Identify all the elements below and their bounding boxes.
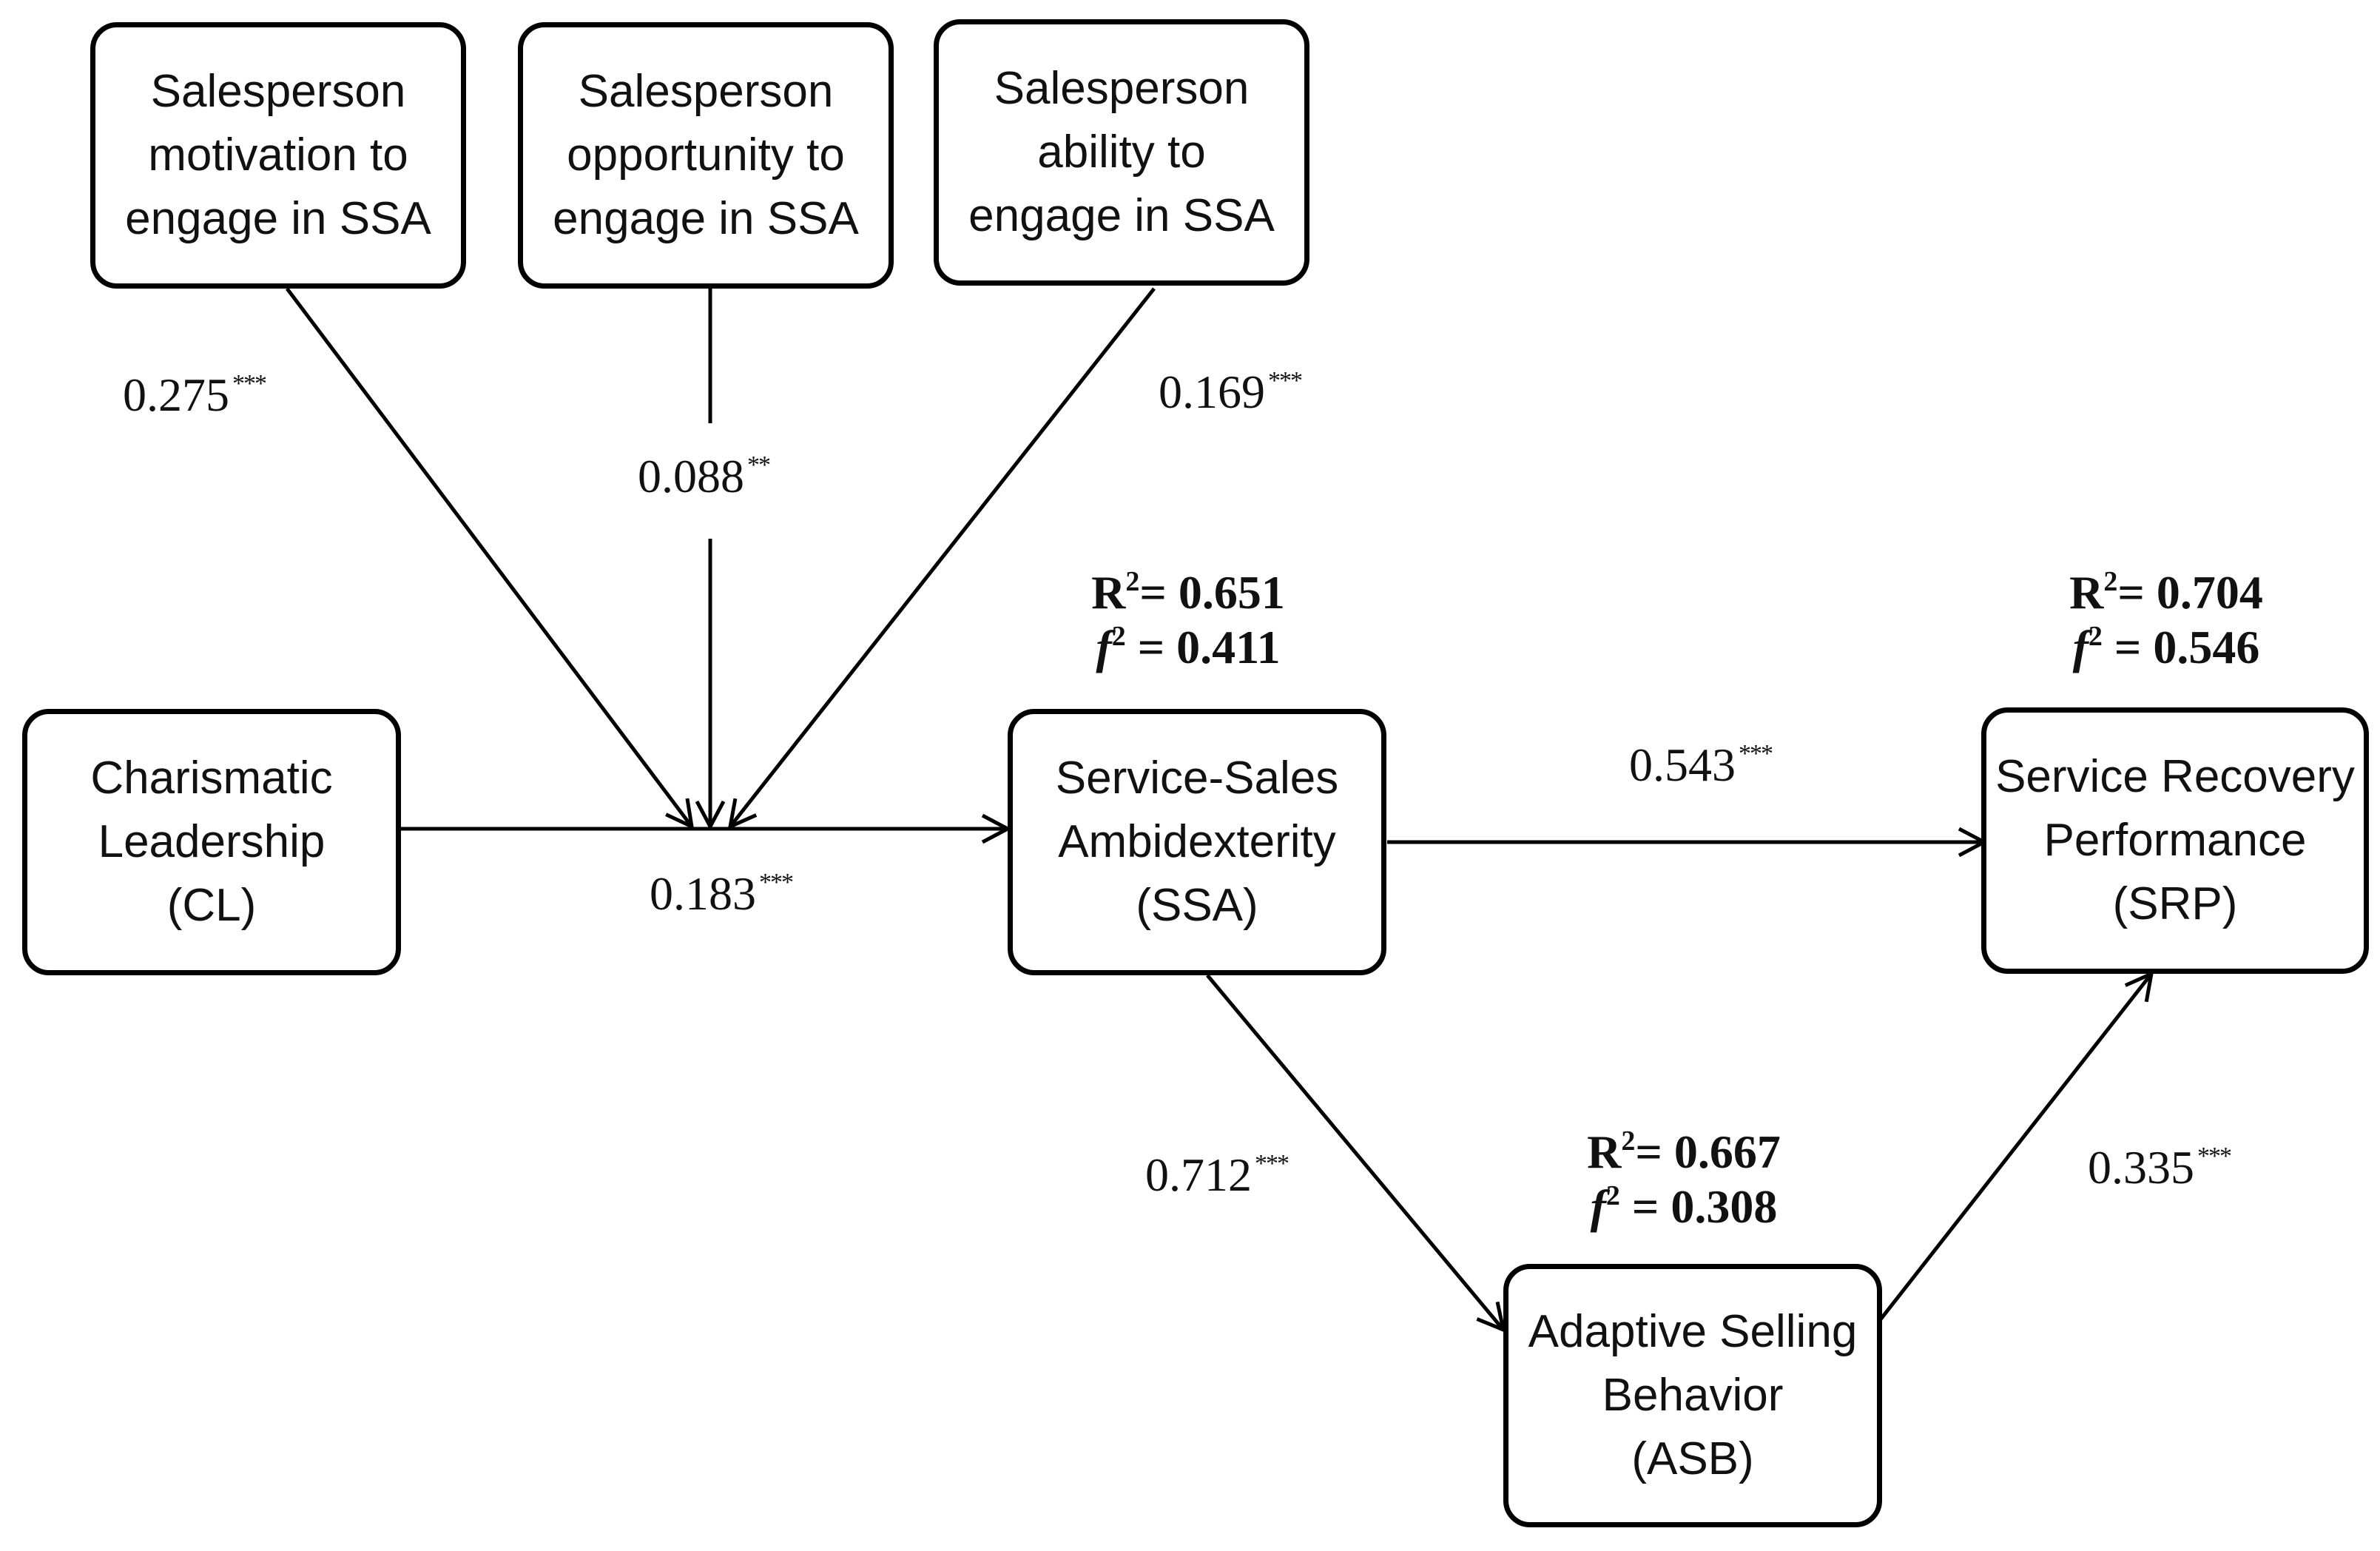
node-service-recovery-performance: Service Recovery Performance (SRP) (1981, 707, 2369, 974)
coef-cl-ssa-value: 0.183 (650, 867, 756, 920)
coef-opportunity-value: 0.088 (638, 450, 744, 502)
node-salesperson-motivation: Salesperson motivation to engage in SSA (90, 22, 466, 289)
stats-ssa-r2: R2= 0.651 (1048, 565, 1329, 620)
coef-asb-srp-sig: *** (2197, 1143, 2232, 1170)
coef-ability: 0.169*** (1159, 366, 1303, 418)
stats-srp: R2= 0.704 f2 = 0.546 (2026, 565, 2307, 675)
node-ability-line-2: ability to (1037, 127, 1206, 178)
coef-ssa-asb-value: 0.712 (1145, 1148, 1252, 1201)
stats-asb-r2: R2= 0.667 (1543, 1125, 1824, 1180)
arrow-ability-to-path (730, 287, 1156, 827)
coef-motivation-sig: *** (232, 370, 267, 397)
node-opportunity-line-1: Salesperson (578, 66, 834, 117)
coef-ssa-srp: 0.543*** (1629, 739, 1773, 791)
node-cl-line-1: Charismatic (90, 753, 333, 804)
node-srp-line-1: Service Recovery (1995, 751, 2355, 802)
coef-ssa-srp-value: 0.543 (1629, 739, 1736, 791)
node-opportunity-line-2: opportunity to (567, 129, 845, 181)
coef-ssa-asb-sig: *** (1255, 1150, 1290, 1177)
node-cl-line-2: Leadership (98, 816, 326, 867)
stats-ssa: R2= 0.651 f2 = 0.411 (1048, 565, 1329, 675)
node-adaptive-selling-behavior: Adaptive Selling Behavior (ASB) (1503, 1264, 1882, 1527)
stats-srp-f2-label: f (2072, 621, 2089, 673)
node-service-sales-ambidexterity: Service-Sales Ambidexterity (SSA) (1008, 709, 1386, 975)
stats-asb-f2-sup: 2 (1605, 1180, 1620, 1211)
arrow-ssa-to-asb (1206, 974, 1503, 1330)
stats-asb-r2-value: = 0.667 (1635, 1126, 1781, 1178)
stats-ssa-r2-value: = 0.651 (1139, 566, 1285, 619)
node-asb-line-1: Adaptive Selling (1528, 1306, 1858, 1357)
coef-ability-sig: *** (1268, 367, 1303, 394)
coef-ssa-srp-sig: *** (1739, 740, 1773, 767)
stats-srp-f2: f2 = 0.546 (2026, 620, 2307, 675)
node-asb-line-2: Behavior (1602, 1370, 1784, 1421)
stats-ssa-f2-value: = 0.411 (1125, 621, 1281, 673)
stats-srp-r2-label: R (2069, 566, 2104, 619)
coef-opportunity-sig: ** (747, 451, 771, 479)
stats-srp-f2-value: = 0.546 (2102, 621, 2260, 673)
node-salesperson-opportunity: Salesperson opportunity to engage in SSA (518, 22, 894, 289)
stats-asb-r2-label: R (1587, 1126, 1622, 1178)
stats-asb-f2-value: = 0.308 (1619, 1180, 1778, 1233)
stats-srp-r2-sup: 2 (2103, 566, 2118, 597)
coef-asb-srp-value: 0.335 (2088, 1141, 2194, 1194)
stats-ssa-f2-sup: 2 (1111, 621, 1126, 652)
coef-asb-srp: 0.335*** (2088, 1141, 2232, 1194)
coef-cl-ssa-sig: *** (759, 869, 794, 896)
stats-ssa-r2-label: R (1091, 566, 1126, 619)
arrow-motivation-to-path (286, 287, 692, 827)
coef-opportunity: 0.088** (638, 450, 771, 502)
node-salesperson-ability: Salesperson ability to engage in SSA (934, 19, 1309, 286)
node-ssa-line-1: Service-Sales (1055, 753, 1339, 804)
node-srp-line-3: (SRP) (2112, 878, 2238, 929)
node-opportunity-line-3: engage in SSA (553, 193, 859, 244)
node-motivation-line-3: engage in SSA (125, 193, 431, 244)
coef-ability-value: 0.169 (1159, 366, 1265, 418)
node-ability-line-1: Salesperson (994, 63, 1250, 114)
node-motivation-line-2: motivation to (148, 129, 408, 181)
node-motivation-line-1: Salesperson (150, 66, 406, 117)
node-ssa-line-3: (SSA) (1136, 880, 1258, 931)
node-srp-line-2: Performance (2043, 815, 2307, 866)
coef-cl-ssa: 0.183*** (650, 867, 794, 920)
node-charismatic-leadership: Charismatic Leadership (CL) (22, 709, 401, 975)
coef-motivation: 0.275*** (123, 369, 267, 421)
stats-srp-f2-sup: 2 (2088, 621, 2103, 652)
stats-asb-r2-sup: 2 (1621, 1126, 1636, 1157)
stats-ssa-f2: f2 = 0.411 (1048, 620, 1329, 675)
stats-asb-f2-label: f (1590, 1180, 1606, 1233)
node-cl-line-3: (CL) (166, 880, 257, 931)
stats-asb-f2: f2 = 0.308 (1543, 1180, 1824, 1234)
arrow-asb-to-srp (1876, 974, 2151, 1325)
stats-srp-r2: R2= 0.704 (2026, 565, 2307, 620)
node-asb-line-3: (ASB) (1631, 1433, 1754, 1484)
coef-ssa-asb: 0.712*** (1145, 1148, 1290, 1201)
stats-ssa-r2-sup: 2 (1125, 566, 1140, 597)
stats-srp-r2-value: = 0.704 (2117, 566, 2263, 619)
stats-asb: R2= 0.667 f2 = 0.308 (1543, 1125, 1824, 1234)
coef-motivation-value: 0.275 (123, 369, 229, 421)
node-ability-line-3: engage in SSA (968, 190, 1275, 241)
node-ssa-line-2: Ambidexterity (1058, 816, 1336, 867)
stats-ssa-f2-label: f (1096, 621, 1112, 673)
